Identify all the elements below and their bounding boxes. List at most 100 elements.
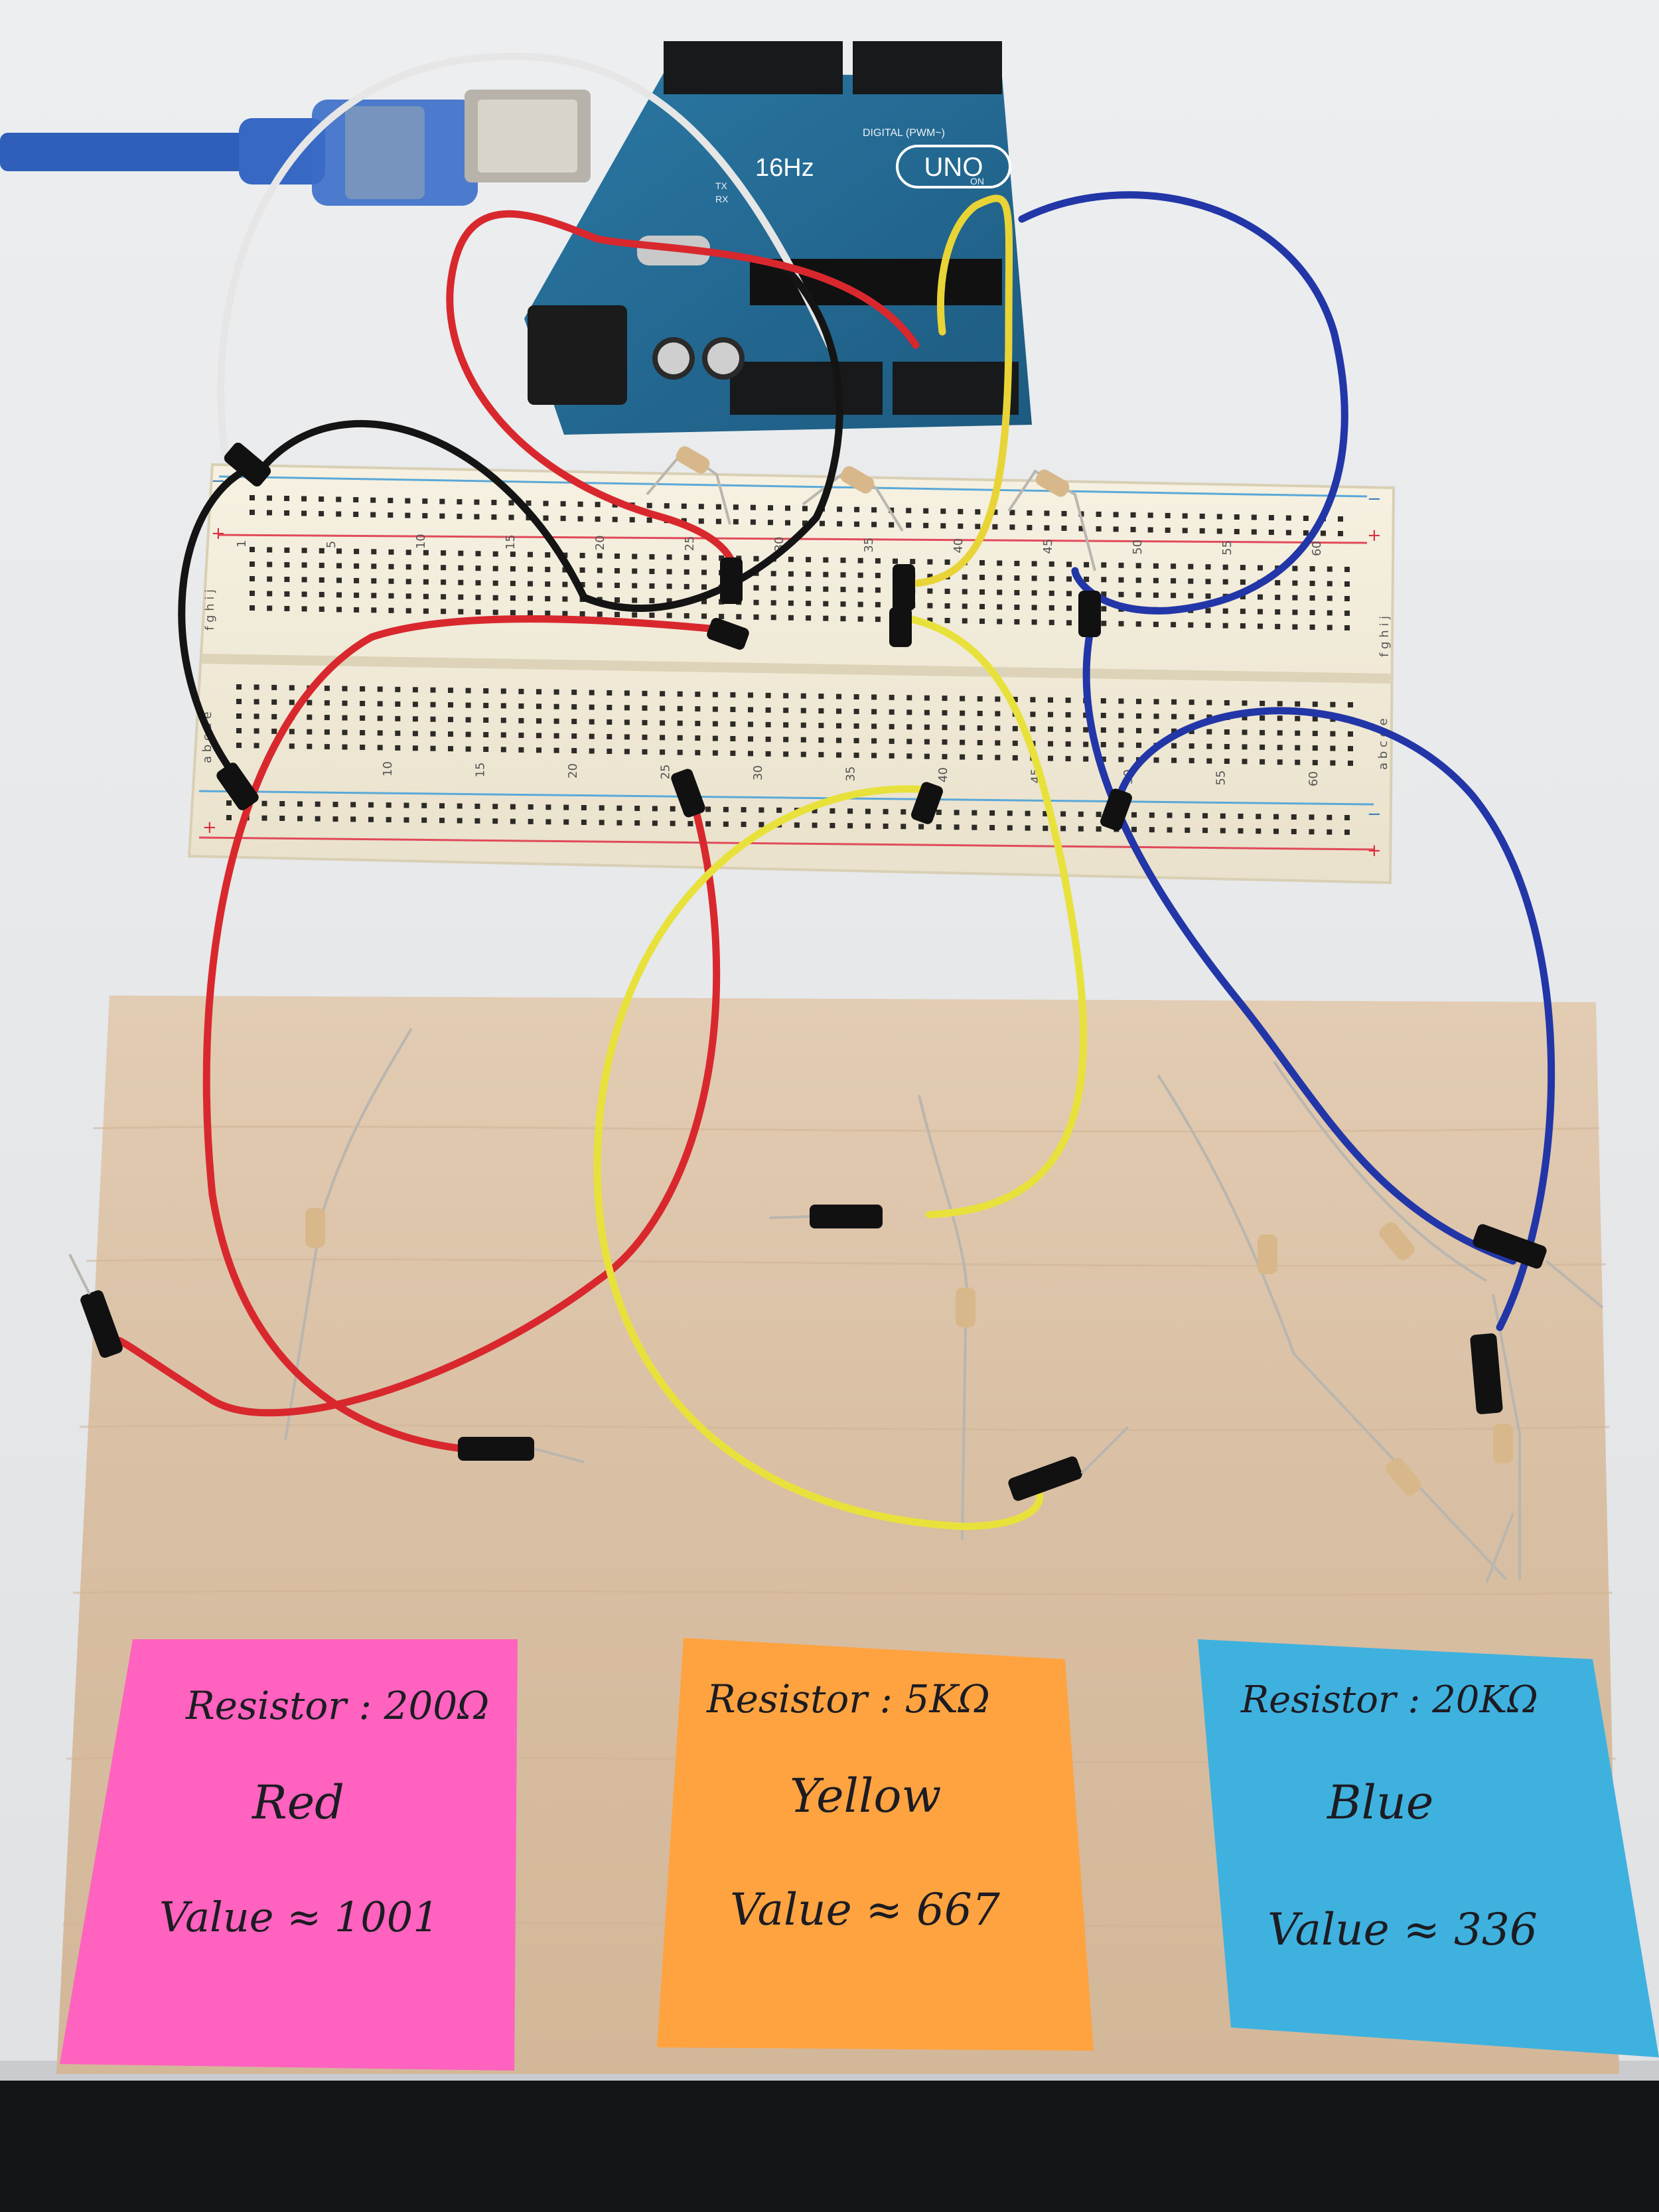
breadboard-hole xyxy=(405,579,411,585)
breadboard-hole xyxy=(995,696,1001,702)
row-letters-top: f g h i j xyxy=(203,589,217,630)
breadboard-hole xyxy=(1030,726,1036,732)
breadboard-hole xyxy=(666,613,672,619)
breadboard-hole xyxy=(589,733,595,739)
breadboard-hole xyxy=(1292,595,1298,601)
breadboard-hole xyxy=(783,722,789,728)
breadboard-hole xyxy=(301,591,307,597)
breadboard-hole xyxy=(642,719,648,725)
breadboard-hole xyxy=(315,801,321,807)
breadboard-hole xyxy=(1238,813,1244,819)
breadboard-hole xyxy=(448,746,453,752)
black-wire-2 xyxy=(261,261,843,613)
breadboard-hole xyxy=(491,500,497,506)
breadboard-hole xyxy=(995,711,1001,717)
loose-resistors xyxy=(284,1027,1521,1584)
breadboard-hole xyxy=(871,694,877,700)
breadboard-hole xyxy=(1048,561,1054,567)
breadboard-hole xyxy=(975,524,981,530)
breadboard-hole xyxy=(1256,814,1262,820)
breadboard-hole xyxy=(307,714,313,720)
breadboard-hole xyxy=(642,749,648,755)
breadboard-hole xyxy=(284,496,290,501)
breadboard-hole xyxy=(1303,516,1309,521)
breadboard-hole xyxy=(597,567,603,573)
breadboard-hole xyxy=(354,577,360,583)
breadboard-hole xyxy=(475,609,481,615)
breadboard-hole xyxy=(1025,825,1031,831)
breadboard-hole xyxy=(465,731,471,737)
breadboard-hole xyxy=(768,505,773,511)
breadboard-hole xyxy=(430,731,436,737)
breadboard-hole xyxy=(1277,701,1283,707)
breadboard-hole xyxy=(960,696,966,701)
breadboard-hole xyxy=(906,724,912,730)
breadboard-hole xyxy=(571,748,577,754)
breadboard-hole xyxy=(1251,529,1257,535)
breadboard-hole xyxy=(1171,563,1177,569)
breadboard-hole xyxy=(395,715,401,721)
breadboard-hole xyxy=(1100,713,1106,718)
breadboard-hole xyxy=(1327,595,1333,601)
breadboard-hole xyxy=(806,586,812,592)
breadboard-hole xyxy=(236,713,242,719)
breadboard-hole xyxy=(1188,593,1194,599)
breadboard-hole xyxy=(854,506,860,512)
breadboard-hole xyxy=(1260,700,1265,706)
breadboard-hole xyxy=(563,819,569,825)
breadboard-hole xyxy=(405,550,411,555)
breadboard-hole xyxy=(599,805,605,811)
breadboard-hole xyxy=(457,514,463,520)
breadboard-hole xyxy=(612,516,618,522)
breadboard-hole xyxy=(360,686,366,692)
column-number: 20 xyxy=(566,763,580,778)
breadboard-hole xyxy=(972,810,977,816)
note-red-paper xyxy=(60,1639,518,2071)
breadboard-hole xyxy=(1118,713,1124,719)
breadboard-hole xyxy=(997,575,1003,581)
breadboard-hole xyxy=(652,806,658,812)
breadboard-hole xyxy=(1188,622,1194,628)
breadboard-hole xyxy=(997,619,1003,625)
breadboard-hole xyxy=(1285,530,1291,536)
breadboard-hole xyxy=(733,519,739,525)
breadboard-hole xyxy=(412,716,418,722)
breadboard-hole xyxy=(770,571,776,577)
breadboard-hole xyxy=(1216,514,1222,520)
breadboard-hole xyxy=(800,722,806,728)
breadboard-hole xyxy=(1066,576,1072,582)
breadboard-hole xyxy=(571,733,577,739)
breadboard-hole xyxy=(226,800,232,806)
breadboard-hole xyxy=(562,611,568,617)
breadboard-hole xyxy=(439,513,445,519)
breadboard-hole xyxy=(1185,812,1190,818)
desk-edge-shadow xyxy=(0,2077,1659,2212)
breadboard-hole xyxy=(536,747,541,753)
breadboard-hole xyxy=(1066,605,1072,611)
breadboard-hole xyxy=(1113,512,1119,518)
breadboard-hole xyxy=(1118,562,1124,568)
breadboard-hole xyxy=(1048,697,1053,703)
breadboard-hole xyxy=(474,818,480,824)
breadboard-hole xyxy=(492,580,498,586)
breadboard-hole xyxy=(271,728,277,734)
breadboard-hole xyxy=(642,690,648,696)
breadboard-hole xyxy=(319,591,325,597)
breadboard-hole xyxy=(1113,526,1119,532)
breadboard-hole xyxy=(607,734,613,739)
breadboard-hole xyxy=(267,547,273,553)
breadboard-hole xyxy=(236,743,242,748)
column-number: 60 xyxy=(1307,771,1321,786)
breadboard-hole xyxy=(646,517,652,523)
arduino-model-label: UNO xyxy=(924,153,983,182)
breadboard-hole xyxy=(526,500,532,506)
breadboard-hole xyxy=(701,584,707,590)
breadboard-hole xyxy=(1222,608,1228,614)
breadboard-hole xyxy=(783,737,789,743)
breadboard-hole xyxy=(377,701,383,707)
breadboard-hole xyxy=(1153,713,1159,719)
breadboard-hole xyxy=(753,585,759,591)
rail-minus-bottom-right: − xyxy=(1367,804,1382,824)
breadboard-hole xyxy=(1135,592,1141,598)
breadboard-hole xyxy=(997,560,1003,566)
